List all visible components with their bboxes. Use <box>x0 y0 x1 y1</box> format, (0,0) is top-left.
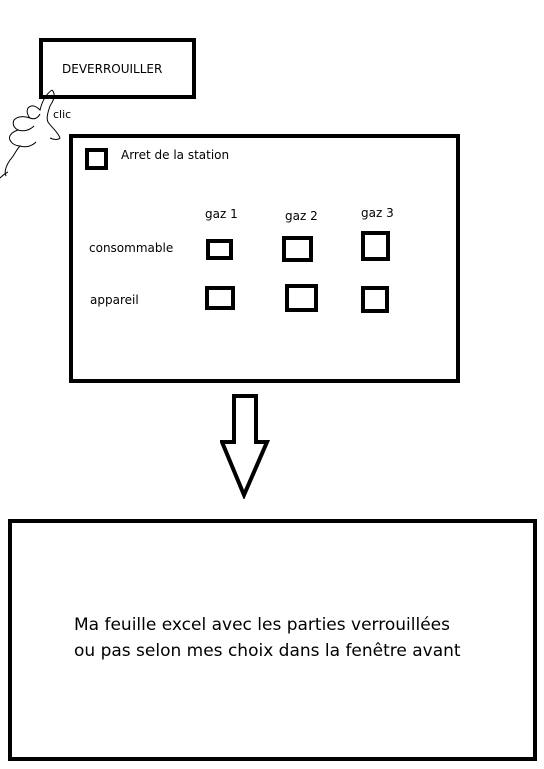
stop-station-checkbox[interactable] <box>85 148 108 170</box>
sheet-description-line-1: Ma feuille excel avec les parties verrou… <box>74 615 450 635</box>
checkbox-consommable-gaz-1[interactable] <box>206 239 233 260</box>
checkbox-consommable-gaz-2[interactable] <box>282 236 313 262</box>
click-label: clic <box>53 108 72 121</box>
unlock-button[interactable]: DEVERROUILLER <box>39 38 196 99</box>
row-label-appareil: appareil <box>90 293 139 307</box>
checkbox-appareil-gaz-1[interactable] <box>205 286 235 310</box>
station-dialog <box>69 134 460 383</box>
checkbox-appareil-gaz-3[interactable] <box>361 286 389 313</box>
excel-sheet-box: Ma feuille excel avec les parties verrou… <box>8 519 537 761</box>
sheet-description-line-2: ou pas selon mes choix dans la fenêtre a… <box>74 641 461 661</box>
row-label-consommable: consommable <box>89 241 174 255</box>
column-header-gaz-2: gaz 2 <box>285 209 318 223</box>
column-header-gaz-1: gaz 1 <box>205 207 238 221</box>
hand-cursor-icon <box>0 89 61 179</box>
unlock-button-label: DEVERROUILLER <box>62 62 163 76</box>
checkbox-consommable-gaz-3[interactable] <box>361 231 390 261</box>
column-header-gaz-3: gaz 3 <box>361 206 394 220</box>
down-arrow-icon <box>220 394 270 499</box>
checkbox-appareil-gaz-2[interactable] <box>285 284 318 312</box>
stop-station-label: Arret de la station <box>121 148 230 162</box>
